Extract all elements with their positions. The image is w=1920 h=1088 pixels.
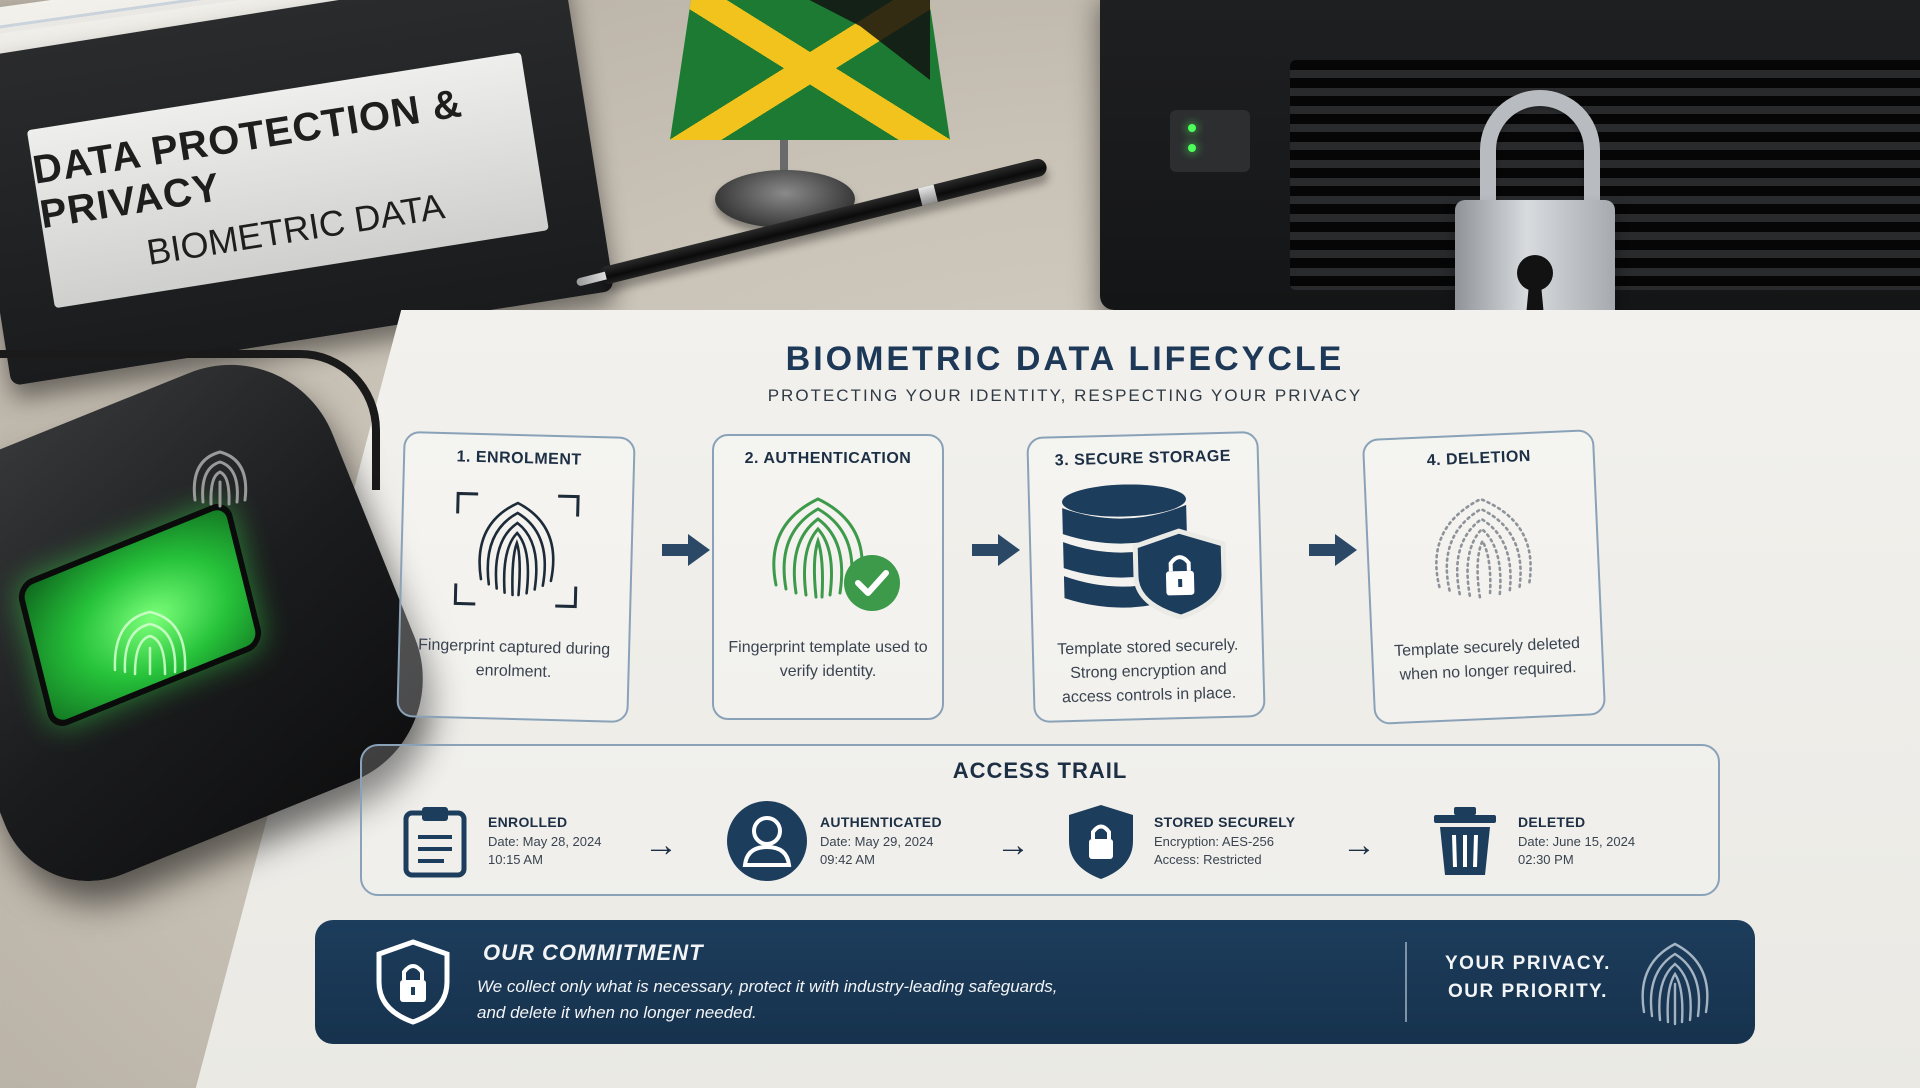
trail-event-enrolled: ENROLLED Date: May 28, 2024 10:15 AM <box>392 796 601 886</box>
scanner-cable <box>0 350 380 490</box>
arrow-right-icon: → <box>644 826 678 864</box>
arrow-right-icon: → <box>1342 826 1376 864</box>
event-detail: 09:42 AM <box>820 852 875 867</box>
binder-label: DATA PROTECTION & PRIVACY BIOMETRIC DATA <box>26 52 549 309</box>
flag-pole <box>780 140 788 190</box>
shield-lock-icon <box>1069 805 1133 879</box>
trail-event-authenticated: AUTHENTICATED Date: May 29, 2024 09:42 A… <box>724 796 942 886</box>
event-detail: Encryption: AES-256 <box>1154 834 1274 849</box>
clipboard-icon <box>403 807 467 878</box>
stage-title: 3. SECURE STORAGE <box>1054 447 1232 470</box>
page-title: BIOMETRIC DATA LIFECYCLE <box>785 340 1345 378</box>
event-label: STORED SECURELY <box>1154 814 1296 830</box>
event-detail: 10:15 AM <box>488 852 543 867</box>
stage-authentication: 2. AUTHENTICATION Fingerprint template u… <box>712 434 944 720</box>
fingerprint-check-icon <box>772 496 900 611</box>
event-detail: 02:30 PM <box>1518 852 1574 867</box>
stage-description: Fingerprint template used to verify iden… <box>728 639 928 680</box>
stage-description: Template stored securely. Strong encrypt… <box>1057 636 1239 707</box>
shield-lock-icon <box>376 939 450 1025</box>
led-icon <box>1188 124 1196 132</box>
access-trail-title: ACCESS TRAIL <box>952 758 1128 783</box>
scanner-glow-fingerprint-icon <box>113 610 187 676</box>
trail-event-stored: STORED SECURELY Encryption: AES-256 Acce… <box>1058 796 1295 886</box>
keyhole-slot <box>1526 278 1544 316</box>
database-shield-icon <box>1061 483 1227 620</box>
commitment-text: We collect only what is necessary, prote… <box>477 974 1057 1026</box>
event-label: AUTHENTICATED <box>820 814 942 830</box>
trash-icon <box>1434 807 1496 875</box>
access-trail: ACCESS TRAIL ENROLLED Date: May 28, 2024… <box>360 744 1720 896</box>
commitment-title: OUR COMMITMENT <box>483 940 704 965</box>
event-detail: Access: Restricted <box>1154 852 1262 867</box>
event-label: ENROLLED <box>488 814 568 830</box>
event-detail: Date: May 28, 2024 <box>488 834 602 849</box>
arrow-right-icon <box>662 534 710 566</box>
stage-enrolment: 1. ENROLMENT Fingerprint captured during… <box>396 431 636 723</box>
trail-event-deleted: DELETED Date: June 15, 2024 02:30 PM <box>1422 796 1635 886</box>
led-icon <box>1188 144 1196 152</box>
stage-description: Fingerprint captured during enrolment. <box>417 636 611 681</box>
fingerprint-faded-icon <box>1435 497 1532 598</box>
stage-secure-storage: 3. SECURE STORAGE Template stored secure… <box>1026 431 1266 723</box>
stage-title: 1. ENROLMENT <box>456 448 582 469</box>
arrow-right-icon: → <box>996 826 1030 864</box>
slogan-line: OUR PRIORITY. <box>1448 981 1608 1002</box>
commitment-line: and delete it when no longer needed. <box>477 1003 757 1022</box>
event-detail: Date: June 15, 2024 <box>1518 834 1636 849</box>
slogan-line: YOUR PRIVACY. <box>1445 953 1611 974</box>
stage-description: Template securely deleted when no longer… <box>1393 634 1581 684</box>
scanner-fingerprint-icon <box>192 450 248 508</box>
event-detail: Date: May 29, 2024 <box>820 834 934 849</box>
commitment-banner: OUR COMMITMENT We collect only what is n… <box>315 920 1755 1044</box>
commitment-line: We collect only what is necessary, prote… <box>477 977 1058 996</box>
stage-deletion: 4. DELETION Template securely deleted wh… <box>1361 429 1607 725</box>
arrow-right-icon <box>1309 534 1357 566</box>
arrow-right-icon <box>972 534 1020 566</box>
event-label: DELETED <box>1518 814 1586 830</box>
stage-title: 2. AUTHENTICATION <box>744 450 912 467</box>
page-subtitle: PROTECTING YOUR IDENTITY, RESPECTING YOU… <box>767 386 1363 405</box>
fingerprint-scan-icon <box>453 491 580 608</box>
user-icon <box>727 801 807 881</box>
fingerprint-icon <box>1641 942 1709 1026</box>
privacy-slogan: YOUR PRIVACY. OUR PRIORITY. <box>1445 950 1611 1006</box>
banner-divider <box>1405 942 1407 1022</box>
server-led-panel <box>1170 110 1250 172</box>
stage-title: 4. DELETION <box>1426 447 1532 470</box>
